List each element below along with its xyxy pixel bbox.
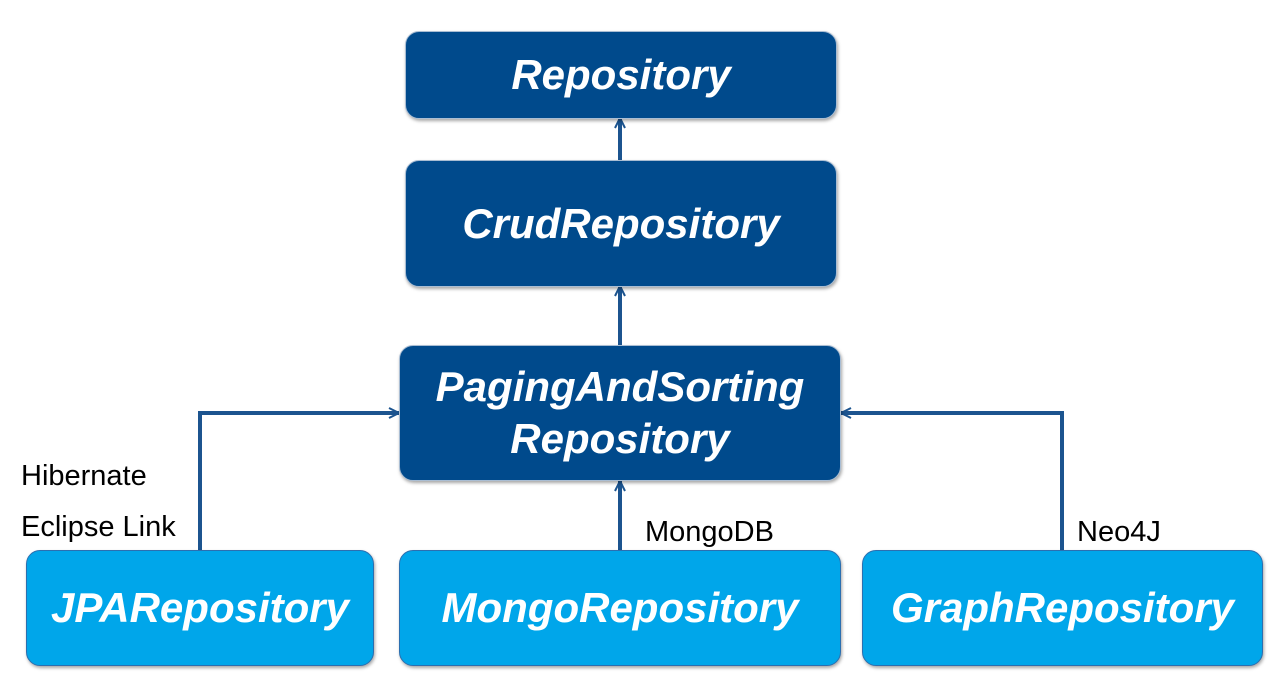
crud-repository-label: CrudRepository bbox=[462, 199, 780, 247]
paging-and-sorting-repository-label: PagingAndSorting Repository bbox=[435, 363, 805, 462]
paging-and-sorting-repository-node: PagingAndSorting Repository bbox=[399, 345, 841, 481]
graph-repository-node: GraphRepository bbox=[862, 550, 1263, 666]
graph-to-paging-connector bbox=[841, 413, 1064, 551]
jpa-repository-label: JPARepository bbox=[51, 584, 349, 631]
mongo-store-label: MongoDB bbox=[645, 516, 774, 548]
jpa-to-paging-connector bbox=[198, 413, 399, 551]
crud-repository-node: CrudRepository bbox=[405, 160, 837, 287]
repository-node: Repository bbox=[405, 31, 837, 119]
jpa-provider-eclipse-link: Eclipse Link bbox=[21, 511, 176, 543]
mongo-repository-node: MongoRepository bbox=[399, 550, 841, 666]
jpa-repository-node: JPARepository bbox=[26, 550, 374, 666]
graph-store-label: Neo4J bbox=[1077, 516, 1161, 548]
graph-repository-label: GraphRepository bbox=[890, 584, 1235, 631]
jpa-provider-hibernate: Hibernate bbox=[21, 460, 147, 492]
mongo-repository-label: MongoRepository bbox=[441, 584, 799, 631]
repository-label: Repository bbox=[511, 51, 731, 98]
